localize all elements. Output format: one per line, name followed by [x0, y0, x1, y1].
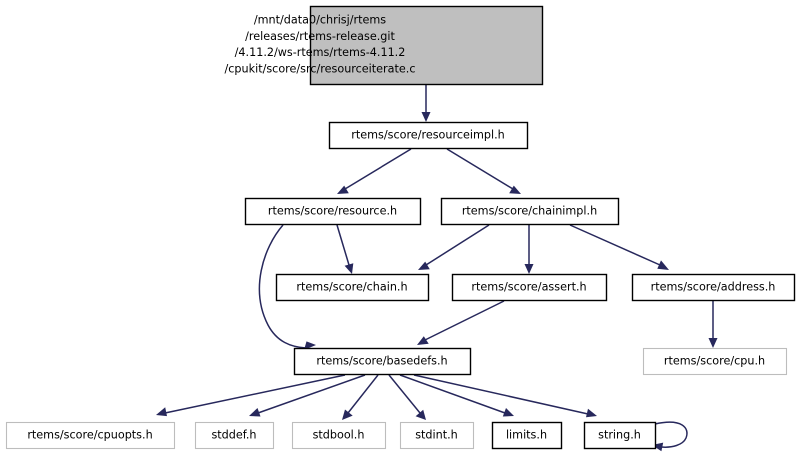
graph-edge-resource-to-chain — [336, 224, 354, 274]
node-label: stddef.h — [211, 429, 256, 442]
node-box[interactable] — [440, 197, 620, 226]
graph-node-assert[interactable]: rtems/score/assert.h — [451, 273, 608, 302]
graph-node-resource[interactable]: rtems/score/resource.h — [244, 197, 422, 226]
edge-line — [347, 374, 379, 414]
edge-line — [257, 374, 366, 414]
graph-edge-basedefs-to-stdbool — [342, 374, 379, 420]
graph-node-root[interactable]: /mnt/data0/chrisj/rtems/releases/rtems-r… — [225, 5, 544, 86]
graph-edge-basedefs-to-limits — [399, 374, 514, 417]
node-box[interactable] — [5, 421, 176, 450]
node-label: string.h — [598, 429, 641, 442]
node-label: rtems/score/resource.h — [268, 205, 397, 218]
node-label-line: /4.11.2/ws-rtems/rtems-4.11.2 — [235, 46, 406, 59]
graph-node-stdint[interactable]: stdint.h — [399, 421, 475, 450]
edge-line — [424, 300, 505, 341]
graph-edge-assert-to-basedefs — [417, 300, 505, 345]
edge-line — [399, 374, 506, 414]
graph-edge-address-to-cpu — [708, 301, 718, 348]
graph-edge-chainimpl-to-chain — [418, 224, 490, 270]
node-label: stdbool.h — [313, 429, 365, 442]
node-label: rtems/score/address.h — [651, 281, 776, 294]
node-label: rtems/score/basedefs.h — [316, 355, 447, 368]
graph-node-cpu[interactable]: rtems/score/cpu.h — [642, 347, 788, 376]
graph-edge-basedefs-to-stddef — [249, 374, 366, 417]
graph-node-limits[interactable]: limits.h — [491, 421, 563, 450]
edge-line — [569, 224, 661, 266]
graph-node-chainimpl[interactable]: rtems/score/chainimpl.h — [440, 197, 620, 226]
graph-node-stddef[interactable]: stddef.h — [194, 421, 275, 450]
graph-edge-chainimpl-to-assert — [524, 225, 534, 274]
graph-edge-basedefs-to-string — [413, 374, 597, 418]
node-box[interactable] — [291, 421, 387, 450]
graph-edge-resourceimpl-to-chainimpl — [446, 148, 521, 194]
arrowhead-icon — [415, 409, 426, 420]
edge-line — [336, 224, 350, 266]
graph-node-stdbool[interactable]: stdbool.h — [291, 421, 387, 450]
graph-edge-basedefs-to-stdint — [388, 374, 426, 420]
node-label-line: /mnt/data0/chrisj/rtems — [254, 14, 386, 27]
node-box[interactable] — [451, 273, 608, 302]
node-label: rtems/score/assert.h — [471, 281, 586, 294]
arrowhead-icon — [342, 409, 353, 420]
node-label: rtems/score/chainimpl.h — [462, 205, 597, 218]
node-box[interactable] — [293, 347, 472, 376]
node-box[interactable] — [309, 5, 544, 86]
graph-edge-basedefs-to-cpuopts — [156, 374, 346, 417]
graph-node-basedefs[interactable]: rtems/score/basedefs.h — [293, 347, 472, 376]
arrowhead-icon — [586, 408, 597, 418]
node-label: rtems/score/cpuopts.h — [27, 429, 152, 442]
graph-edge-resourceimpl-to-resource — [337, 148, 412, 194]
edge-line — [344, 148, 412, 190]
arrowhead-icon — [524, 264, 534, 274]
node-box[interactable] — [491, 421, 563, 450]
graph-node-resourceimpl[interactable]: rtems/score/resourceimpl.h — [328, 121, 529, 150]
arrowhead-icon — [502, 408, 514, 417]
edge-line — [654, 421, 688, 448]
graph-node-cpuopts[interactable]: rtems/score/cpuopts.h — [5, 421, 176, 450]
edge-line — [413, 374, 589, 415]
edge-line — [388, 374, 421, 414]
arrowhead-icon — [344, 263, 354, 274]
node-label: limits.h — [506, 429, 547, 442]
arrowhead-icon — [657, 260, 669, 270]
edge-layer — [156, 85, 718, 452]
graph-node-address[interactable]: rtems/score/address.h — [631, 273, 796, 302]
edge-line — [425, 224, 490, 266]
node-label: rtems/score/resourceimpl.h — [351, 129, 504, 142]
arrowhead-icon — [337, 185, 349, 194]
node-layer: /mnt/data0/chrisj/rtems/releases/rtems-r… — [5, 5, 796, 450]
node-label-line: /releases/rtems-release.git — [245, 30, 395, 43]
node-label: /mnt/data0/chrisj/rtems/releases/rtems-r… — [225, 14, 416, 76]
edge-line — [164, 374, 346, 414]
arrowhead-icon — [249, 408, 261, 417]
node-label: stdint.h — [415, 429, 458, 442]
graph-edge-root-to-resourceimpl — [421, 85, 431, 122]
graph-edge-string-to-string — [652, 421, 688, 452]
arrowhead-icon — [708, 338, 718, 348]
node-box[interactable] — [583, 421, 657, 450]
node-label-line: /cpukit/score/src/resourceiterate.c — [225, 62, 416, 75]
node-box[interactable] — [328, 121, 529, 150]
arrowhead-icon — [509, 185, 521, 194]
node-label: rtems/score/chain.h — [296, 281, 407, 294]
arrowhead-icon — [417, 336, 429, 345]
edge-line — [446, 148, 514, 190]
edge-line — [258, 224, 307, 349]
node-label: rtems/score/cpu.h — [664, 355, 765, 368]
arrowhead-icon — [418, 261, 430, 270]
node-box[interactable] — [275, 273, 430, 302]
arrowhead-icon — [156, 407, 167, 417]
graph-node-string[interactable]: string.h — [583, 421, 657, 450]
arrowhead-icon — [421, 112, 431, 122]
node-box[interactable] — [244, 197, 422, 226]
node-box[interactable] — [194, 421, 275, 450]
node-box[interactable] — [642, 347, 788, 376]
node-box[interactable] — [399, 421, 475, 450]
node-box[interactable] — [631, 273, 796, 302]
graph-node-chain[interactable]: rtems/score/chain.h — [275, 273, 430, 302]
graph-edge-chainimpl-to-address — [569, 224, 669, 270]
